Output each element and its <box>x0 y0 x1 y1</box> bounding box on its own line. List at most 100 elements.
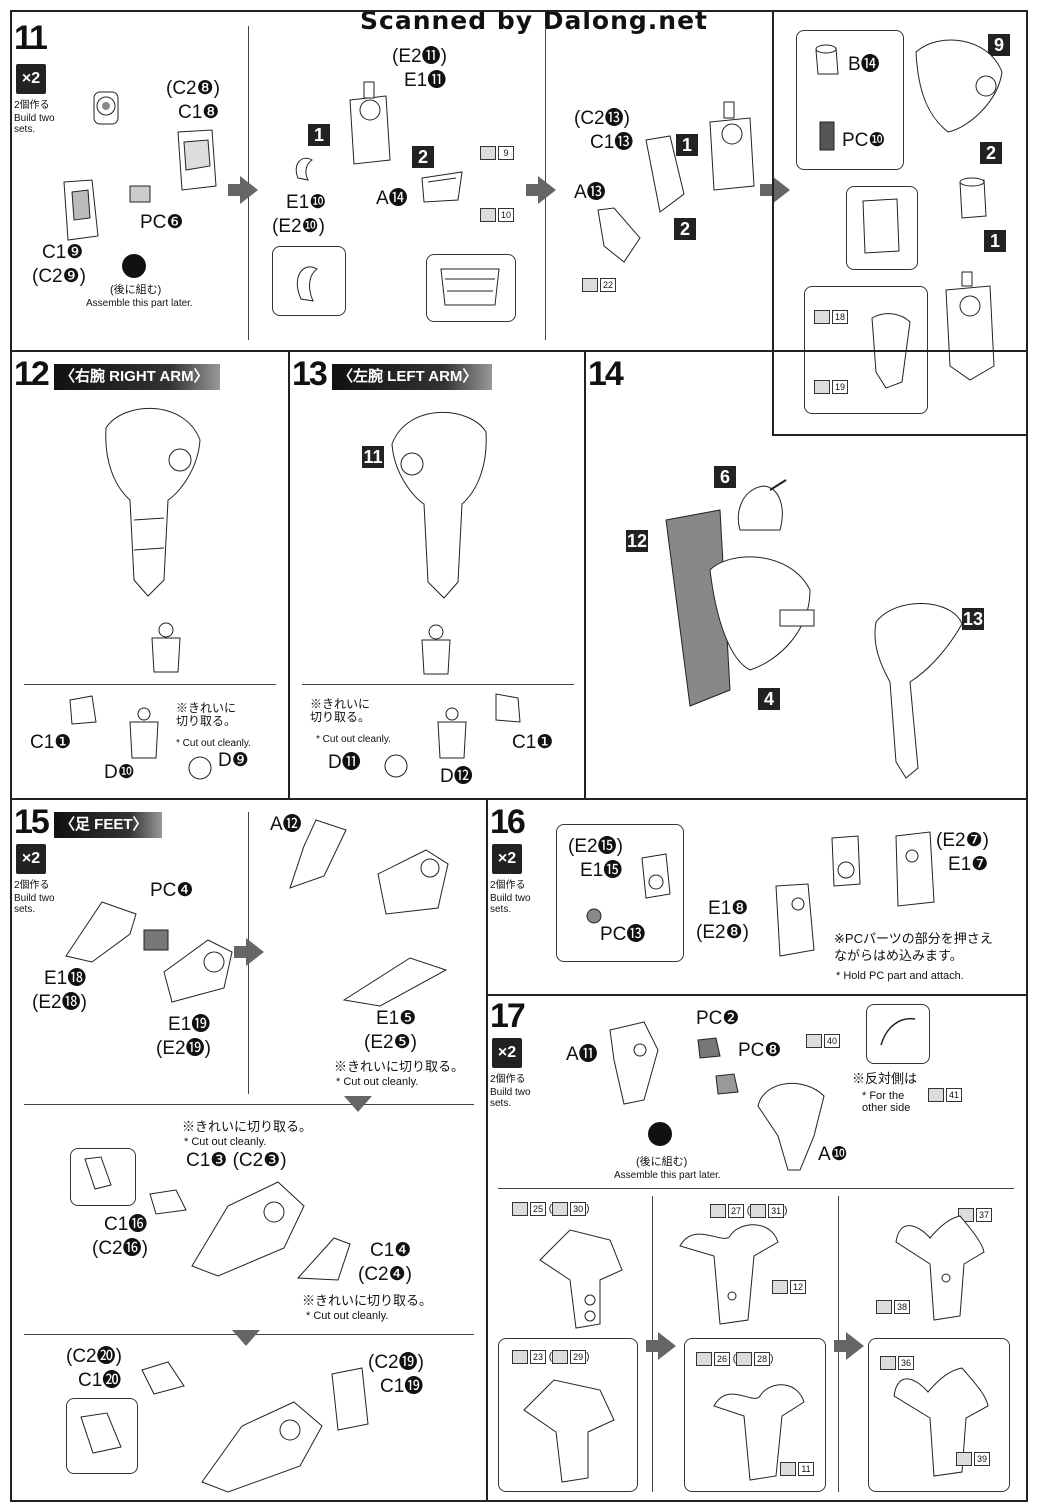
label-a13: A⓭ <box>574 182 606 203</box>
ref-sticker-27-31: 27 (31) <box>710 1204 787 1218</box>
pc-hold-note-ja: ※PCパーツの部分を押さえ ながらはめ込みます。 <box>834 931 993 963</box>
label-e2-10: (E2❿) <box>272 216 325 237</box>
build-two-note-ja: 2個作る <box>490 880 526 891</box>
ref-sticker-41: 41 <box>928 1088 962 1102</box>
build-two-note-en: Build two sets. <box>14 893 55 915</box>
hip-plate-drawing <box>679 1224 779 1325</box>
forearm-drawing <box>349 81 391 165</box>
step-number: 16 <box>490 803 526 841</box>
thigh-frame-drawing <box>609 1021 659 1105</box>
divider <box>24 1104 474 1105</box>
torso-assembly-drawing <box>665 509 815 707</box>
cut-note-ja: ※きれいに 切り取る。 <box>176 701 237 728</box>
foot-body-drawing <box>191 1181 305 1277</box>
knee-block-drawing <box>895 831 935 907</box>
label-c1-1: C1❶ <box>30 732 72 753</box>
knee-hinge-drawing <box>831 835 861 887</box>
divider <box>302 684 574 685</box>
ref-sticker-10: 10 <box>480 208 514 222</box>
assemble-later-en: Assemble this part later. <box>614 1170 721 1181</box>
build-two-note-en: Build two sets. <box>490 1087 531 1109</box>
cut-note-en: * Cut out cleanly. <box>184 1136 267 1148</box>
cut-note-en: * Cut out cleanly. <box>316 734 391 745</box>
step-title: 〈足 FEET〉 <box>54 812 162 838</box>
step-number: 11 <box>14 19 48 57</box>
step-number: 13 <box>292 355 328 393</box>
ref-sticker-23-29: 23 (29) <box>512 1350 589 1364</box>
label-e2-5: (E2❺) <box>364 1032 417 1053</box>
build-two-badge: ×2 <box>16 844 46 874</box>
arm-shell-drawing <box>63 179 99 241</box>
fist-drawing <box>188 756 212 780</box>
label-e2-11: (E2⓫) <box>392 46 447 67</box>
label-a14: A⓮ <box>376 188 408 209</box>
later-circle-icon <box>648 1122 672 1146</box>
label-e2-8: (E2❽) <box>696 922 749 943</box>
label-e1-11: E1⓫ <box>404 70 447 91</box>
ref-sticker-25-30: 25 (30) <box>512 1202 589 1216</box>
label-pc4: PC❹ <box>150 880 194 901</box>
later-circle-icon <box>122 254 146 278</box>
detail-inset-block <box>846 186 918 270</box>
sole-frame-drawing <box>342 957 448 1007</box>
label-a10: A❿ <box>818 1144 848 1165</box>
assemble-later-en: Assemble this part later. <box>86 298 193 309</box>
hand-cover-drawing <box>495 693 521 723</box>
hand-unit-drawing <box>151 622 181 673</box>
cut-note-ja: ※きれいに切り取る。 <box>302 1293 433 1308</box>
build-two-note-ja: 2個作る <box>14 880 50 891</box>
ref-sticker-40: 40 <box>806 1034 840 1048</box>
ankle-part-drawing <box>163 939 233 1003</box>
joint-block-drawing <box>959 177 987 219</box>
detail-inset-hook <box>272 246 346 316</box>
hip-armor-drawing <box>757 1082 825 1171</box>
callout-2: 2 <box>674 218 696 240</box>
shoulder-joint-drawing <box>93 91 119 125</box>
head-drawing <box>737 479 787 531</box>
cut-note-ja: ※きれいに 切り取る。 <box>310 697 371 724</box>
arm-assembly-drawing <box>709 101 755 191</box>
step-arrow <box>834 1332 864 1360</box>
fist-drawing <box>384 754 408 778</box>
foot-frame-drawing <box>65 901 137 963</box>
ref-sticker-11: 11 <box>780 1462 814 1476</box>
cut-note-en: * Cut out cleanly. <box>336 1076 419 1088</box>
divider <box>24 684 276 685</box>
step-title: 〈左腕 LEFT ARM〉 <box>332 364 492 390</box>
hand-cover-drawing <box>69 695 97 725</box>
wrist-guard-drawing <box>421 171 463 203</box>
label-c2-9: (C2❾) <box>32 266 86 287</box>
label-e1-5: E1❺ <box>376 1008 417 1029</box>
build-two-note-en: Build two sets. <box>490 893 531 915</box>
polycap-drawing <box>586 908 602 924</box>
label-c1-9: C1❾ <box>42 242 84 263</box>
right-arm-drawing <box>105 408 201 597</box>
left-arm-drawing <box>391 412 487 599</box>
label-a11: A⓫ <box>566 1044 598 1065</box>
elbow-part-drawing <box>597 207 641 263</box>
label-e1-19: E1⓳ <box>168 1014 211 1035</box>
ankle-block-drawing <box>377 849 449 915</box>
label-c2-19: (C2⓳) <box>368 1352 424 1373</box>
cap-part-drawing <box>815 44 839 75</box>
callout-1: 1 <box>676 134 698 156</box>
ref-sticker-12: 12 <box>772 1280 806 1294</box>
label-pc2: PC❷ <box>696 1008 740 1029</box>
knee-shell-drawing <box>775 883 815 957</box>
arm-armor-drawing <box>645 135 685 213</box>
label-c2-4: (C2❹) <box>358 1264 412 1285</box>
label-e2-19: (E2⓳) <box>156 1038 211 1059</box>
toe-cap-drawing <box>141 1361 185 1395</box>
cut-note-en: * Cut out cleanly. <box>176 738 251 749</box>
label-pc8: PC❽ <box>738 1040 782 1061</box>
build-two-badge: ×2 <box>492 1038 522 1068</box>
label-d11: D⓫ <box>328 752 361 773</box>
callout-2: 2 <box>980 142 1002 164</box>
build-two-note-ja: 2個作る <box>14 100 50 111</box>
step-number: 12 <box>14 355 50 393</box>
toe-piece-drawing <box>149 1189 187 1215</box>
build-two-badge: ×2 <box>16 64 46 94</box>
label-e2-18: (E2⓲) <box>32 992 87 1013</box>
step-arrow <box>228 176 258 204</box>
label-e2-15: (E2⓯) <box>568 836 623 857</box>
